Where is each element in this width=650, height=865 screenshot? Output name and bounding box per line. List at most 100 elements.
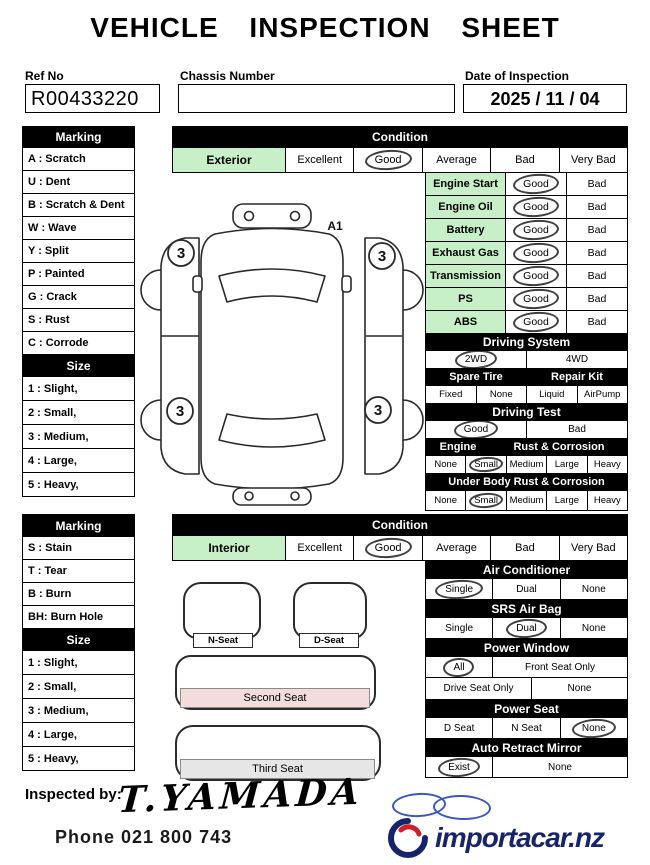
driving-system-header: Driving System [426,334,628,351]
left-wheel-arch-rear-icon [140,399,162,441]
check-option-label: Good [523,293,549,305]
check-label: Battery [426,219,506,242]
check-option-label: Good [523,270,549,282]
marking-row: S : Stain [23,537,135,560]
selection-circle [512,196,560,218]
srs-air-bag-header: SRS Air Bag [426,600,628,618]
table-header-row: Condition [173,127,628,148]
size-row: 2 : Small, [23,675,135,699]
option: AirPump [577,386,628,404]
front-light-right-icon [289,210,301,222]
marking-item: BH: Burn Hole [23,606,135,629]
option: N Seat [493,718,561,739]
table-header-row: Size [23,355,135,377]
option-selected: Good [426,421,527,439]
option: Single [426,618,494,639]
check-option-label: Good [523,201,549,213]
marking-item: U : Dent [23,171,135,194]
option: Liquid [527,386,578,404]
marking-row: S : Rust [23,309,135,332]
interior-condition-table: Condition Interior Excellent Good Averag… [172,514,629,561]
option-selected: None [560,718,628,739]
condition-option: Excellent [286,148,355,173]
size-row: 1 : Slight, [23,377,135,401]
logo-text: importacar.nz [435,822,605,854]
importacar-logo: importacar.nz [386,816,605,860]
condition-option-selected: Good [354,148,423,173]
spare-tire-header: Spare Tire [426,369,527,386]
option: None [426,491,467,511]
selection-circle [571,718,617,738]
engine-rust-header-left: Engine [426,439,491,456]
option-label: Dual [516,622,537,634]
check-row: Exhaust Gas Good Bad [426,242,628,265]
third-seat-label: Third Seat [180,759,375,779]
size-row: 5 : Heavy, [23,473,135,497]
size-row: 3 : Medium, [23,425,135,449]
check-option-label: Good [523,247,549,259]
rear-window [218,413,326,448]
size-item: 2 : Small, [23,675,135,699]
selected-value: None [571,718,617,738]
check-option-selected: Good [506,288,567,311]
selected-value: Good [512,311,560,333]
table-header-row: Condition [173,515,628,536]
option: None [476,386,527,404]
option: Front Seat Only [493,657,628,678]
damage-code-text: A1 [327,219,343,233]
condition-option: Very Bad [559,148,629,173]
auto-retract-mirror-header: Auto Retract Mirror [426,739,628,757]
exterior-section-label: Exterior [173,148,286,173]
marking-item: B : Burn [23,583,135,606]
table-header-row: Marking [23,515,135,537]
selected-value: Good [364,536,413,560]
second-seat-label: Second Seat [180,688,370,708]
check-label: ABS [426,311,506,334]
check-option: Bad [567,265,628,288]
check-option-selected: Good [506,196,567,219]
interior-seat-diagram: N-Seat D-Seat Second Seat Third Seat [175,582,390,782]
size-header: Size [23,355,135,377]
check-row: ABS Good Bad [426,311,628,334]
driving-test-header: Driving Test [426,404,628,421]
selection-circle [364,148,413,172]
right-wheel-arch-front-icon [402,269,424,311]
marking-item: S : Stain [23,537,135,560]
selected-value: Good [364,148,413,172]
marking-row: P : Painted [23,263,135,286]
srs-air-bag-row: Single Dual None [426,618,628,639]
damage-mark-circle [368,242,396,270]
option-label: Single [445,583,474,595]
selection-circle [468,491,504,510]
selection-circle [512,311,560,333]
marking-row: C : Corrode [23,332,135,355]
marking-row: T : Tear [23,560,135,583]
damage-mark-text: 3 [177,245,185,262]
d-seat-label: D-Seat [299,633,359,648]
size-item: 4 : Large, [23,723,135,747]
selected-value: Good [512,288,560,310]
marking-row: U : Dent [23,171,135,194]
check-option-selected: Good [506,311,567,334]
size-item: 1 : Slight, [23,377,135,401]
selected-value: Single [434,579,484,599]
selection-circle [442,657,476,677]
option: None [426,456,467,474]
condition-row: Exterior Excellent Good Average Bad Very… [173,148,629,173]
condition-option: Average [422,148,492,173]
chassis-number-label: Chassis Number [180,69,275,83]
check-option: Bad [567,219,628,242]
option-selected: Dual [493,618,561,639]
n-seat-label: N-Seat [193,633,253,648]
condition-option: Bad [491,148,560,173]
table-header-row: Power Seat [426,700,628,718]
windshield [218,268,326,303]
marking-item: W : Wave [23,217,135,240]
rear-light-left-icon [244,491,254,501]
selected-value: Exist [437,757,481,777]
left-side-panel [160,237,200,475]
size-item: 5 : Heavy, [23,747,135,771]
auto-retract-mirror-row: Exist None [426,757,628,778]
check-option-selected: Good [506,242,567,265]
